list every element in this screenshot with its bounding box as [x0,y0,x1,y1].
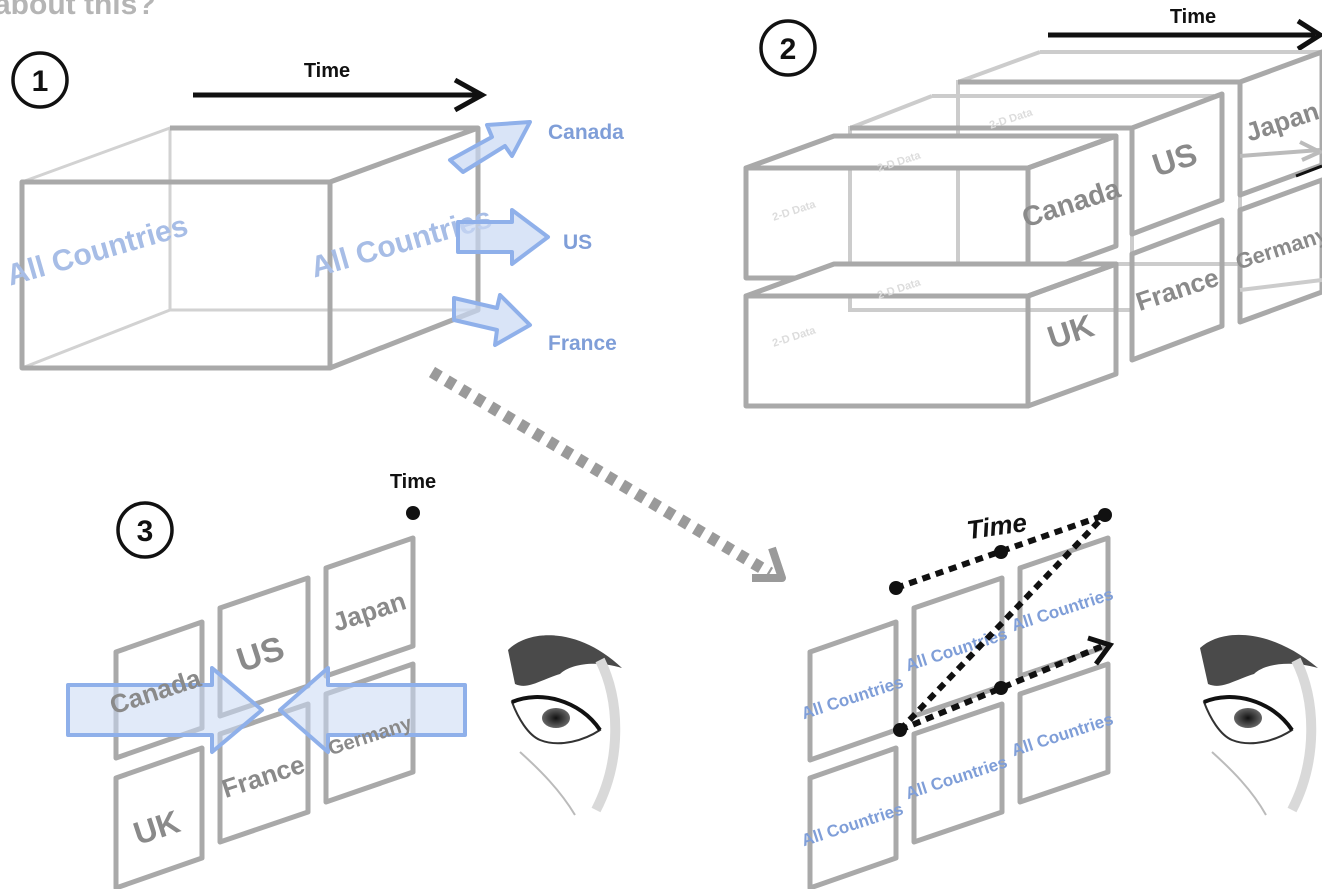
panel-3-number: 3 [137,515,154,548]
panel-2-right-arrows-icon [1239,140,1322,292]
panel-2-face-label-canada: 2-D Data [771,198,818,223]
panel-3-time-dot [406,506,420,520]
panel-1-front-label: All Countries [3,209,192,292]
panel-3-label-france: France [218,749,308,804]
panel-2-box-france [1129,217,1225,363]
panel-1-split-arrows [448,120,550,347]
panel-4-time-dots [889,508,1112,737]
panel-2-box-japan [958,49,1322,198]
panel-3-eye-icon [508,635,622,816]
panel-3-number-badge: 3 [116,501,174,559]
panel-1-output-canada: Canada [548,121,624,144]
panel-4-tile-label-4: All Countries [799,799,905,850]
panel-2-box-us [850,91,1225,237]
panel-1-output-us: US [563,231,592,254]
panel-4: Time All Countries All Countries All Cou… [799,507,1318,891]
panel-2-box-germany [1237,177,1322,325]
panel-1-time-arrow-icon [193,77,488,113]
panel-4-time-label: Time [965,507,1029,545]
panel-2-box-uk [743,261,1119,409]
panel-3-label-us: US [232,629,289,680]
dotted-connector-arrow-icon [428,366,786,582]
panel-1-number: 1 [32,65,49,98]
panel-2-number: 2 [780,33,797,66]
panel-2-label-france: France [1132,262,1222,317]
panel-2-label-canada: Canada [1018,172,1124,233]
panel-1: 1 Time All Countries All Countries Canad… [3,51,624,371]
panel-4-tile-label-6: All Countries [1009,709,1115,760]
panel-2: 2 Time [743,6,1322,409]
panel-2-time-label: Time [1170,6,1216,28]
panel-2-time-arrow-icon [1048,18,1322,52]
panel-3-label-japan: Japan [329,586,410,638]
panel-2-label-uk: UK [1043,307,1098,356]
panel-1-time-label: Time [304,60,350,82]
panel-4-tile-label-1: All Countries [799,672,905,723]
panel-2-label-japan: Japan [1242,96,1322,148]
panel-3-label-uk: UK [129,803,184,852]
panel-2-number-badge: 2 [759,19,817,77]
panel-1-number-badge: 1 [11,51,69,109]
panel-2-box-canada [743,133,1119,281]
arrow-to-france-icon [452,293,532,347]
panel-2-face-label-uk: 2-D Data [771,324,818,349]
panel-3: 3 Time Canada US Japan UK France Germany [66,471,622,891]
arrow-to-us-icon [456,208,550,266]
panel-3-converge-arrows-icon [66,666,467,754]
panel-1-output-france: France [548,332,617,355]
panel-4-dotted-time-arrows-icon [895,512,1108,733]
panel-4-arrowhead-icon [1087,635,1115,666]
panel-4-tiles [807,535,1111,891]
panel-2-label-germany: Germany [1232,221,1322,274]
arrow-to-canada-icon [448,120,532,174]
panel-4-eye-icon [1200,634,1318,816]
panel-4-tile-label-5: All Countries [903,752,1009,803]
page-heading: about this? [0,0,156,21]
panel-2-label-us: US [1148,136,1201,184]
panel-4-tile-label-3: All Countries [1009,584,1115,635]
panel-3-time-label: Time [390,471,436,493]
